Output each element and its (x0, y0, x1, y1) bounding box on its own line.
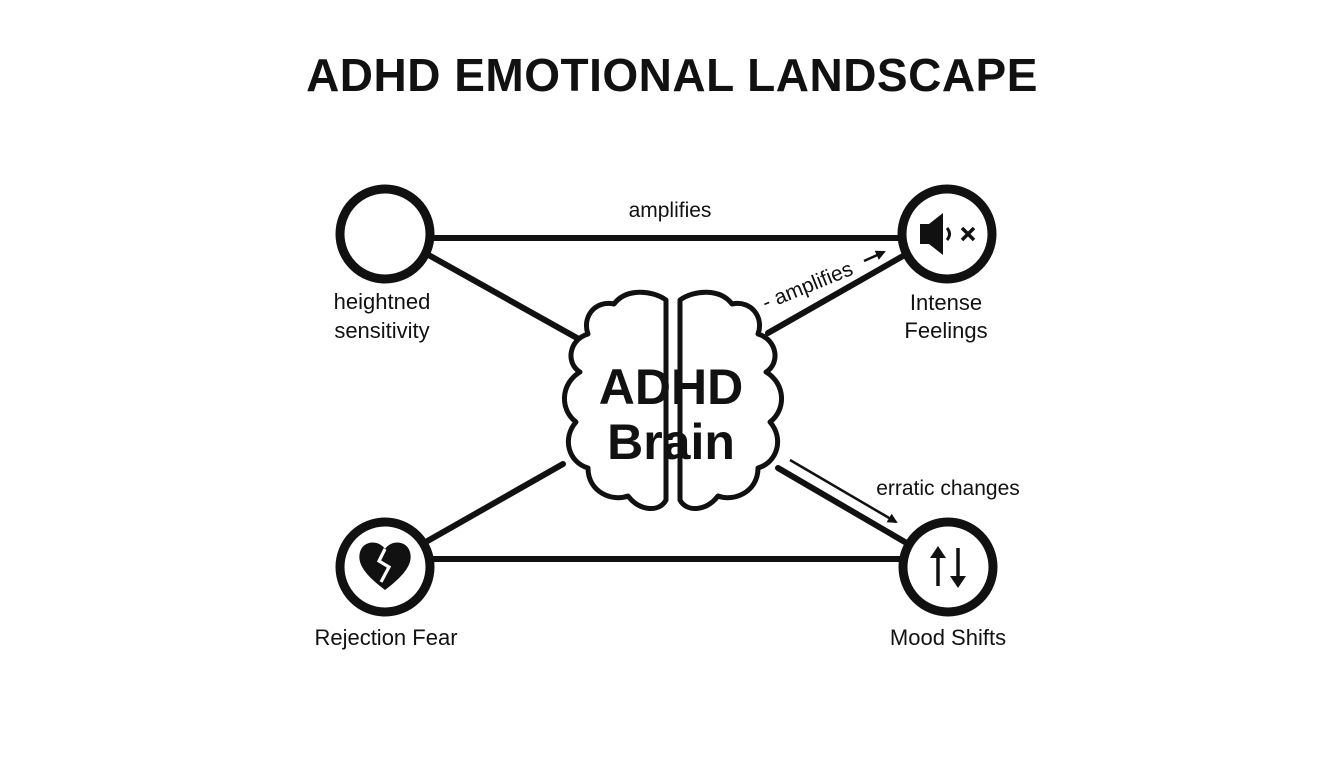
edge-label-top: amplifies (629, 199, 712, 222)
connector-lines (421, 235, 913, 562)
node-mood-label: Mood Shifts (890, 625, 1006, 650)
node-sensitivity-label-line2: sensitivity (334, 318, 429, 343)
speaker-muted-icon (920, 213, 976, 255)
brain-label-line2: Brain (607, 414, 735, 470)
arrow-erratic-changes (789, 458, 898, 524)
line-brain-rejection (421, 461, 566, 546)
node-sensitivity-circle (335, 184, 435, 284)
node-sensitivity-label-line1: heightned (334, 289, 431, 314)
edge-label-mood: erratic changes (876, 477, 1020, 500)
node-mood-circle (898, 517, 998, 617)
line-brain-mood (775, 465, 913, 548)
arrow-amplifies (863, 250, 886, 263)
node-intense-label-line1: Intense (910, 290, 982, 315)
brain-label-line1: ADHD (599, 359, 743, 415)
node-intense-label-line2: Feelings (904, 318, 987, 343)
brain-icon (562, 289, 784, 511)
up-down-arrows-icon (930, 546, 966, 588)
diagram-title: ADHD EMOTIONAL LANDSCAPE (306, 49, 1038, 101)
broken-heart-icon (359, 542, 411, 590)
node-intense-circle (897, 184, 997, 284)
line-brain-intense (765, 249, 913, 336)
node-rejection-label: Rejection Fear (314, 625, 457, 650)
line-sensitivity-brain (422, 250, 580, 341)
edge-label-diagonal: - amplifies (759, 257, 856, 314)
